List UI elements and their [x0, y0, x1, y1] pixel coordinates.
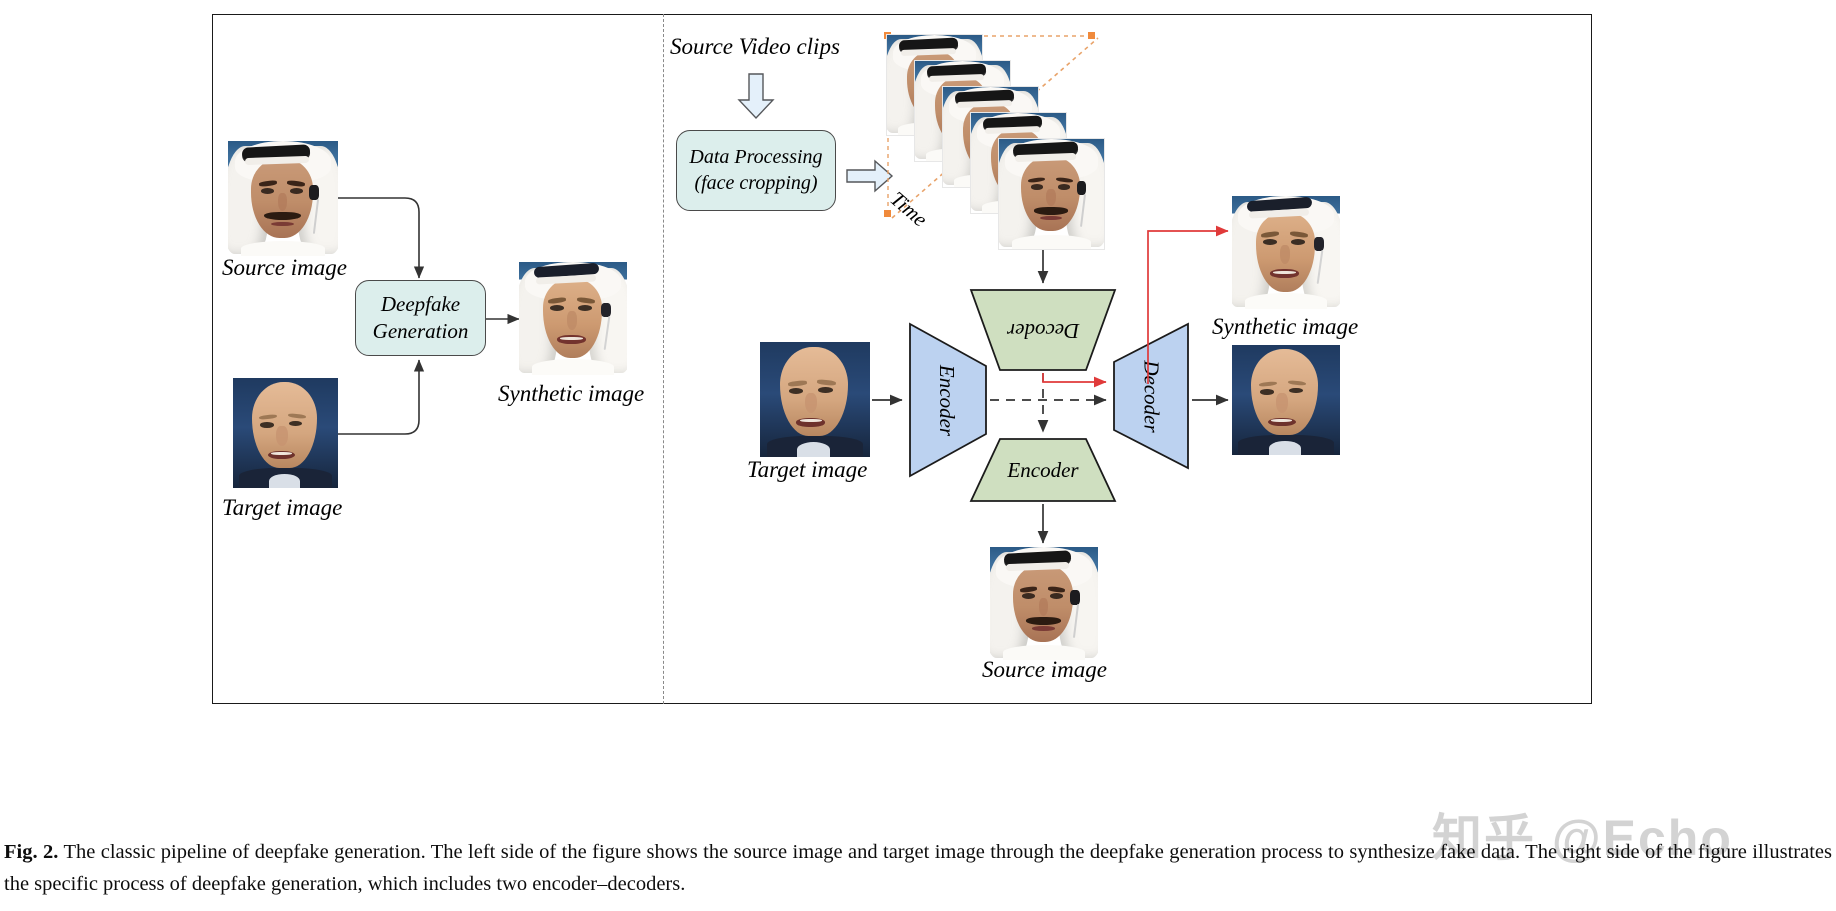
mouth [270, 221, 294, 227]
eye-right [289, 188, 303, 194]
decoder-top-shape[interactable]: Decoder [968, 287, 1118, 373]
eye-left [1263, 238, 1278, 245]
eye-left [1030, 184, 1044, 190]
right-target-image [760, 342, 870, 457]
left-synthetic-image [519, 262, 627, 375]
mouth [1032, 626, 1055, 631]
data-processing-line1: Data Processing [689, 145, 823, 168]
block-arrow-down-icon [737, 73, 775, 120]
mouth [1039, 216, 1062, 221]
teeth [1270, 418, 1293, 422]
figure-caption-text: The classic pipeline of deepfake generat… [4, 841, 1833, 896]
teeth [560, 336, 583, 340]
encoder-bottom-shape[interactable]: Encoder [968, 436, 1118, 504]
eye-left [1260, 389, 1275, 395]
teeth [1273, 270, 1296, 274]
nose [1038, 597, 1049, 616]
left-source-image [228, 141, 338, 256]
nose [276, 426, 288, 447]
right-source-image [990, 547, 1098, 660]
deepfake-generation-box[interactable]: Deepfake Generation [355, 280, 486, 356]
video-clip-frame-front [998, 138, 1105, 250]
nose [1279, 244, 1291, 264]
eye-left [550, 304, 565, 311]
right-synthetic-image-label: Synthetic image [1212, 314, 1359, 339]
eye-right [288, 420, 303, 427]
collar [1002, 645, 1086, 660]
moustache [1033, 207, 1069, 215]
eye-right [1289, 387, 1304, 394]
eye-right [1050, 593, 1064, 599]
mouth [796, 417, 825, 428]
mouth [556, 335, 586, 345]
eye-left [261, 188, 275, 194]
shirt [797, 442, 831, 457]
nose [277, 192, 288, 212]
left-synthetic-image-label: Synthetic image [498, 381, 645, 406]
deepfake-generation-line2: Generation [372, 319, 469, 343]
left-source-image-label: Source image [222, 255, 347, 280]
data-processing-line2: (face cropping) [694, 171, 818, 194]
figure-caption: Fig. 2. The classic pipeline of deepfake… [4, 836, 1832, 901]
moustache [1025, 617, 1062, 625]
earpiece [1314, 236, 1324, 252]
eye-left [260, 422, 274, 428]
left-target-image [233, 378, 338, 488]
eye-right [1057, 184, 1071, 190]
collar [1244, 293, 1328, 309]
eye-right [818, 386, 833, 393]
collar [531, 359, 615, 375]
nose [805, 392, 818, 414]
left-target-image-label: Target image [222, 495, 343, 520]
data-processing-box[interactable]: Data Processing (face cropping) [676, 130, 836, 211]
eye-left [1022, 593, 1036, 599]
right-target-image-label: Target image [747, 457, 868, 482]
right-synthetic-image [1232, 196, 1340, 309]
teeth [270, 451, 292, 455]
eye-right [1291, 238, 1306, 245]
mouth [267, 450, 295, 460]
nose [566, 310, 578, 330]
encoder-top-shape[interactable]: Encoder [906, 320, 988, 480]
panel-divider [663, 14, 664, 704]
mouth [1269, 269, 1299, 279]
earpiece [601, 302, 611, 318]
shirt [268, 473, 301, 488]
collar [1011, 234, 1092, 249]
collar [241, 241, 325, 256]
earpiece [309, 184, 320, 200]
block-arrow-right-icon [846, 159, 894, 193]
mouth [1267, 417, 1296, 427]
decoder-right-shape[interactable]: Decoder [1110, 320, 1192, 472]
teeth [799, 419, 822, 423]
nose [1046, 188, 1056, 207]
watermark: 知乎 @Echo [1432, 810, 1733, 866]
eye-left [788, 388, 803, 394]
moustache [264, 212, 301, 221]
source-video-clips-label: Source Video clips [670, 34, 840, 59]
shirt [1268, 440, 1302, 455]
deepfake-generation-line1: Deepfake [380, 292, 461, 317]
right-reconstructed-target-image [1232, 345, 1340, 455]
earpiece [1069, 589, 1080, 605]
figure-number: Fig. 2. [4, 841, 59, 863]
nose [1276, 393, 1289, 414]
earpiece [1076, 180, 1087, 196]
right-source-image-label: Source image [982, 657, 1107, 682]
source-video-clip-stack [884, 32, 1140, 250]
eye-right [578, 304, 593, 311]
